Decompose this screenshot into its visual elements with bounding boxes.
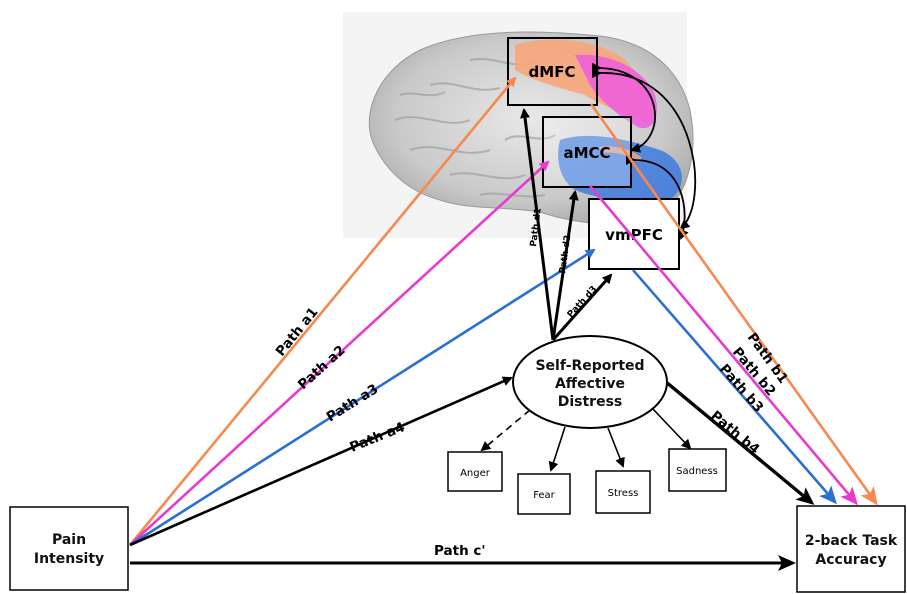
pain-label-1: Pain [52, 532, 86, 548]
path-c-prime-label: Path c' [434, 543, 486, 559]
distress-node: Self-Reported Affective Distress [512, 335, 668, 429]
svg-text:Fear: Fear [533, 490, 555, 501]
indicator-fear: Fear [517, 473, 571, 515]
indicator-arrows [480, 407, 692, 472]
vmpfc-label: vmPFC [605, 226, 663, 244]
svg-text:Anger: Anger [460, 468, 491, 479]
dmfc-label: dMFC [529, 63, 576, 81]
task-label-1: 2-back Task [805, 533, 898, 549]
distress-to-brain-arrows [520, 108, 613, 341]
indicator-sadness: Sadness [668, 448, 727, 492]
path-d2-label: Path d2 [558, 234, 573, 274]
task-accuracy-node: 2-back Task Accuracy [796, 505, 906, 593]
pain-intensity-node: Pain Intensity [9, 506, 129, 591]
distress-label-3: Distress [558, 394, 623, 410]
indicator-stress: Stress [595, 470, 651, 514]
amcc-node: aMCC [542, 116, 632, 188]
distress-label-2: Affective [555, 376, 625, 392]
pain-label-2: Intensity [34, 551, 104, 567]
distress-label-1: Self-Reported [535, 358, 644, 374]
indicator-anger: Anger [447, 451, 503, 492]
svg-text:Sadness: Sadness [676, 466, 718, 477]
path-d1-label: Path d1 [529, 207, 544, 247]
task-label-2: Accuracy [815, 552, 886, 568]
path-a4-label: Path a4 [348, 419, 408, 456]
path-a-arrows [128, 76, 596, 547]
svg-text:Stress: Stress [608, 488, 639, 499]
path-b-arrows [589, 103, 878, 506]
path-a1-label: Path a1 [273, 304, 322, 359]
path-d3-label: Path d3 [566, 284, 600, 320]
path-a3-label: Path a3 [324, 381, 382, 425]
covariance-arrows [591, 62, 697, 240]
amcc-label: aMCC [563, 144, 610, 162]
path-a2-label: Path a2 [295, 342, 349, 393]
